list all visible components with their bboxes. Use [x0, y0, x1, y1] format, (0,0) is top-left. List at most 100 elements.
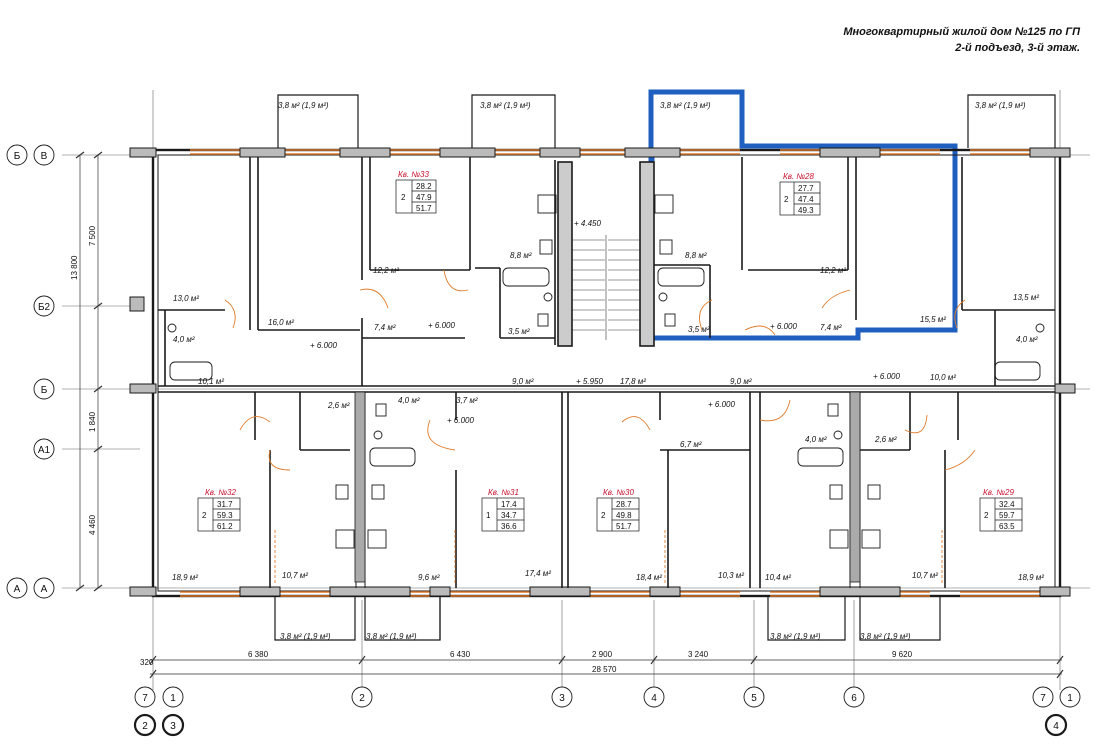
dim-left-1: 7 500: [88, 225, 97, 246]
title-line-1: Многоквартирный жилой дом №125 по ГП: [843, 26, 1080, 38]
apartment-28: Кв. №28 2 27.7 47.4 49.3: [779, 172, 821, 216]
wall-piers: [129, 147, 1076, 597]
room-area: 7,4 м²: [374, 323, 396, 332]
apartment-name: Кв. №30: [603, 488, 634, 497]
room-area: 9,0 м²: [512, 377, 534, 386]
apartment-name: Кв. №28: [783, 172, 814, 181]
dim-left-2: 1 840: [88, 411, 97, 432]
apartment-total-area: 59.3: [217, 511, 233, 520]
room-area: 10,0 м²: [930, 373, 956, 382]
apartment-name: Кв. №31: [488, 488, 519, 497]
section-marker-4: 4: [1053, 721, 1059, 732]
apartment-rooms: 2: [601, 511, 606, 520]
balcony-area-top-4: 3,8 м² (1,9 м²): [975, 101, 1026, 110]
room-area: 4,0 м²: [805, 435, 827, 444]
dim-bottom-5: 9 620: [892, 650, 913, 659]
room-area: 15,5 м²: [920, 315, 946, 324]
room-area: 3,5 м²: [508, 327, 530, 336]
level-mark: + 6.000: [708, 400, 735, 409]
exterior-walls: [151, 148, 1062, 598]
axis-col-5: 5: [751, 693, 757, 704]
dim-bottom-2: 6 430: [450, 650, 471, 659]
room-area: 8,8 м²: [685, 251, 707, 260]
apartment-living-area: 32.4: [999, 500, 1015, 509]
level-mark: + 6.000: [447, 416, 474, 425]
room-area: 4,0 м²: [398, 396, 420, 405]
interior-walls: [158, 157, 1055, 588]
balcony-area-top-1: 3,8 м² (1,9 м²): [278, 101, 329, 110]
dim-total: 28 570: [592, 665, 617, 674]
level-mark: + 6.000: [873, 372, 900, 381]
column-axis-markers: [133, 686, 1081, 737]
axis-row-a1: А1: [38, 445, 51, 456]
dim-bottom-4: 3 240: [688, 650, 709, 659]
room-area: 17,4 м²: [525, 569, 551, 578]
room-area: 10,7 м²: [912, 571, 938, 580]
apartment-29: Кв. №29 2 32.4 59.7 63.5: [979, 488, 1023, 532]
vent-shafts: [354, 391, 861, 583]
apartment-rooms: 2: [401, 193, 406, 202]
room-area: 8,8 м²: [510, 251, 532, 260]
title-line-2: 2-й подъезд, 3-й этаж.: [955, 42, 1080, 54]
axis-row-b: Б: [41, 385, 48, 396]
room-area: 2,6 м²: [327, 401, 350, 410]
room-area: 7,4 м²: [820, 323, 842, 332]
apartment-33: Кв. №33 2 28.2 47.9 51.7: [395, 170, 437, 214]
dim-offset: 320: [140, 658, 154, 667]
apartment-gross-area: 51.7: [616, 522, 632, 531]
axis-row-b2: Б2: [38, 302, 51, 313]
axis-col-3: 3: [559, 693, 565, 704]
room-area: 2,6 м²: [874, 435, 897, 444]
apartment-30: Кв. №30 2 28.7 49.8 51.7: [596, 488, 640, 532]
apartment-gross-area: 36.6: [501, 522, 517, 531]
balcony-area-top-3: 3,8 м² (1,9 м²): [660, 101, 711, 110]
apartment-total-area: 47.4: [798, 195, 814, 204]
apartment-name: Кв. №29: [983, 488, 1014, 497]
windows-top: [190, 149, 1030, 155]
axis-row-v: В: [41, 151, 48, 162]
room-area: 10,7 м²: [282, 571, 308, 580]
room-area: 9,6 м²: [418, 573, 440, 582]
level-marks: + 4.450 + 5.950 + 6.000 + 6.000 + 6.000 …: [310, 219, 900, 425]
axis-col-7: 7: [142, 693, 148, 704]
room-area: 6,7 м²: [680, 440, 702, 449]
room-area: 18,4 м²: [636, 573, 662, 582]
room-area: 18,9 м²: [1018, 573, 1044, 582]
apartment-living-area: 31.7: [217, 500, 233, 509]
section-marker-3: 3: [170, 721, 176, 732]
apartment-32: Кв. №32 2 31.7 59.3 61.2: [197, 488, 241, 532]
room-area: 10,1 м²: [198, 377, 224, 386]
axis-col-6: 6: [851, 693, 857, 704]
balcony-area-bot-3: 3,8 м² (1,9 м²): [770, 632, 821, 641]
balcony-area-bot-4: 3,8 м² (1,9 м²): [860, 632, 911, 641]
row-axis-markers: [6, 144, 55, 599]
level-mark: + 6.000: [310, 341, 337, 350]
axis-col-1-right: 1: [1067, 693, 1073, 704]
room-area: 3,7 м²: [456, 396, 478, 405]
room-area: 4,0 м²: [173, 335, 195, 344]
section-marker-2: 2: [142, 721, 148, 732]
axis-col-4: 4: [651, 693, 657, 704]
dim-bottom-1: 6 380: [248, 650, 269, 659]
apartment-total-area: 47.9: [416, 193, 432, 202]
staircase: [572, 235, 640, 340]
sanitary-fixtures: [167, 194, 1045, 549]
apartment-gross-area: 61.2: [217, 522, 233, 531]
room-area: 12,2 м²: [820, 266, 846, 275]
level-mark: + 6.000: [770, 322, 797, 331]
room-area: 13,5 м²: [1013, 293, 1039, 302]
balconies: [274, 94, 1056, 641]
apartment-name: Кв. №33: [398, 170, 429, 179]
apartment-rooms: 2: [784, 195, 789, 204]
room-area: 3,5 м²: [688, 325, 710, 334]
balcony-area-bot-2: 3,8 м² (1,9 м²): [366, 632, 417, 641]
dim-left-total: 13 800: [70, 255, 79, 280]
axis-col-2: 2: [359, 693, 365, 704]
room-area: 4,0 м²: [1016, 335, 1038, 344]
apartment-total-area: 34.7: [501, 511, 517, 520]
apartment-living-area: 28.2: [416, 182, 432, 191]
apartment-living-area: 27.7: [798, 184, 814, 193]
room-area: 9,0 м²: [730, 377, 752, 386]
axis-grid: [62, 90, 1090, 690]
